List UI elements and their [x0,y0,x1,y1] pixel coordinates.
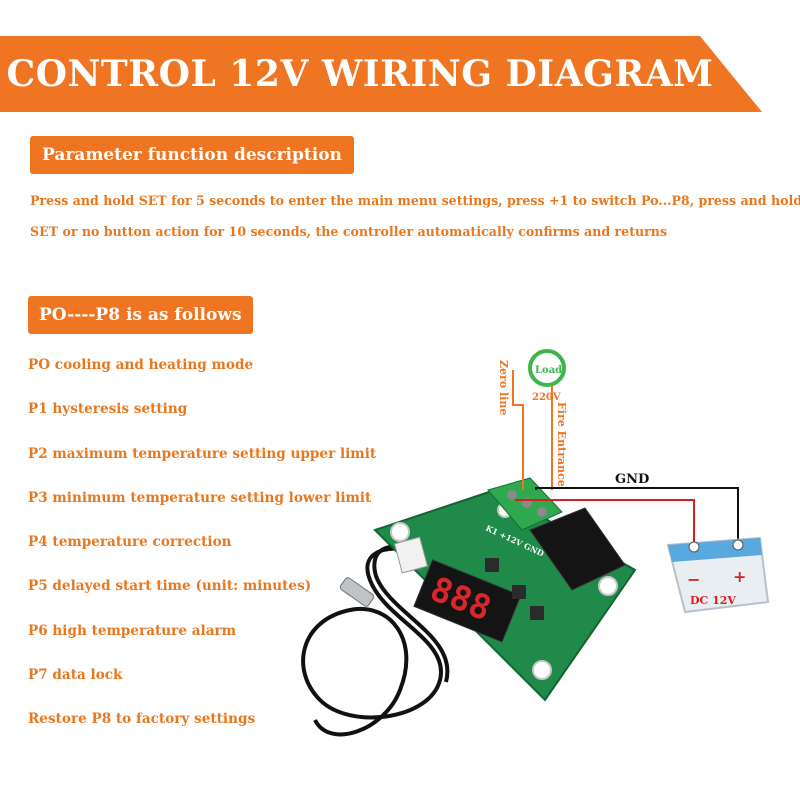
parameter-list: PO cooling and heating mode P1 hysteresi… [28,352,376,751]
load-label: Load [535,365,562,376]
set-button [485,558,499,572]
p0-p8-section-label: PO----P8 is as follows [28,296,253,334]
power-wire [515,499,695,545]
dc-power-source: − + DC 12V [666,536,770,614]
minus-label: − [687,570,700,589]
page-title: CONTROL 12V WIRING DIAGRAM [6,53,714,95]
load-icon [528,349,566,387]
wiring-diagram: 888 K1 +12V GND Load Zero line 220V Fire… [301,349,770,737]
load-symbol: Load [528,349,566,387]
list-item-p8: Restore P8 to factory settings [28,711,256,728]
list-item-p3: P3 minimum temperature setting lower lim… [28,489,372,506]
list-item-p0: PO cooling and heating mode [28,357,254,373]
list-item-p5: P5 delayed start time (unit: minutes) [28,578,312,595]
gnd-wire [535,487,739,545]
voltage-label: 220V [532,392,561,403]
probe-tip [339,577,375,607]
minus-button [530,606,544,620]
controller-board: 888 K1 +12V GND [373,477,637,702]
relay [529,507,626,591]
parameter-section-label: Parameter function description [30,136,354,174]
gnd-label: GND [615,472,649,487]
banner-background [0,36,762,112]
parameter-description-line-1: Press and hold SET for 5 seconds to ente… [30,193,800,208]
power-label: DC 12V [690,594,736,607]
list-item-p4: P4 temperature correction [28,534,232,551]
negative-terminal [688,541,700,553]
zero-line-wire [512,370,524,490]
positive-terminal [732,539,744,551]
zero-line-label: Zero line [497,360,510,415]
plus-button [512,585,526,599]
fire-entrance-label: Fire Entrance [555,402,568,487]
parameter-description-line-2: SET or no button action for 10 seconds, … [30,224,668,239]
probe-connector [393,536,429,574]
list-item-p1: P1 hysteresis setting [28,401,188,418]
header-banner: CONTROL 12V WIRING DIAGRAM [0,36,800,112]
list-item-p2: P2 maximum temperature setting upper lim… [28,445,377,462]
list-item-p7: P7 data lock [28,667,123,684]
plus-label: + [733,567,746,586]
list-item-p6: P6 high temperature alarm [28,622,237,639]
